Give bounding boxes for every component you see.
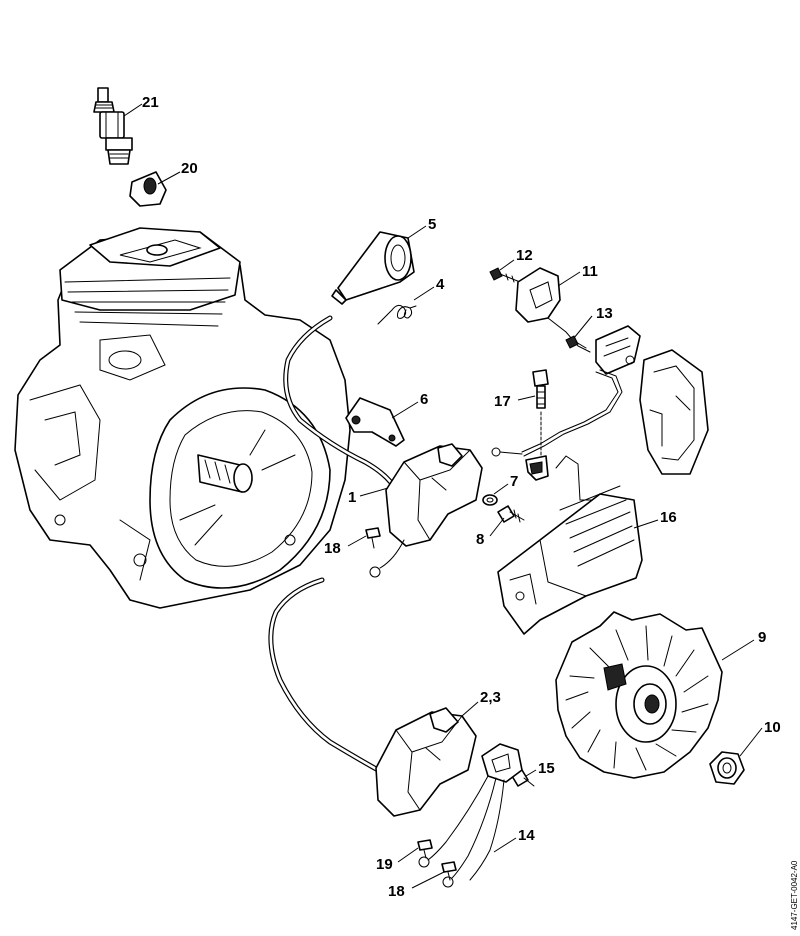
spark-plug-boot <box>129 171 167 207</box>
callout-4: 4 <box>436 276 445 293</box>
callout-1: 1 <box>348 489 356 506</box>
leg-spring <box>377 304 417 325</box>
callout-5: 5 <box>428 216 436 233</box>
callout-6: 6 <box>420 391 428 408</box>
ignition-module <box>369 443 483 578</box>
screw-8 <box>497 505 525 523</box>
callout-7: 7 <box>510 473 518 490</box>
leader-lines <box>123 103 763 889</box>
spark-plug <box>93 87 133 165</box>
engine-crankcase <box>14 227 351 609</box>
callout-2-3: 2,3 <box>480 689 501 706</box>
flywheel <box>555 611 723 779</box>
callout-12: 12 <box>516 247 533 264</box>
document-code: 4147-GET-0042-A0 <box>790 860 799 930</box>
callout-18-upper: 18 <box>324 540 341 557</box>
callout-20: 20 <box>181 160 198 177</box>
contact-bracket <box>595 325 641 375</box>
screw-18-lower <box>441 861 457 881</box>
carrier-housing <box>497 455 643 635</box>
screw-17 <box>532 369 549 471</box>
short-circuit-switch <box>515 267 591 353</box>
callout-16: 16 <box>660 509 677 526</box>
ignition-module-lower <box>375 707 477 817</box>
ignition-lead-lower-inner <box>269 578 380 772</box>
callout-18-lower: 18 <box>388 883 405 900</box>
screw-13 <box>565 335 587 349</box>
callout-9: 9 <box>758 629 766 646</box>
ignition-lead-cap <box>331 231 415 305</box>
callout-14: 14 <box>518 827 535 844</box>
callout-8: 8 <box>476 531 484 548</box>
ignition-lead-upper-inner <box>284 316 398 492</box>
screw-19 <box>417 839 433 859</box>
washer-7 <box>482 494 498 506</box>
callout-21: 21 <box>142 94 159 111</box>
screw-12 <box>489 267 521 283</box>
flywheel-nut <box>709 751 745 785</box>
ignition-lead-lower <box>268 577 381 773</box>
callout-13: 13 <box>596 305 613 322</box>
callout-17: 17 <box>494 393 511 410</box>
ground-leads <box>418 775 505 888</box>
callout-11: 11 <box>582 263 598 280</box>
bracket <box>345 397 405 447</box>
callout-15: 15 <box>538 760 555 777</box>
screw-18-upper <box>365 527 381 549</box>
callout-10: 10 <box>764 719 781 736</box>
callout-19: 19 <box>376 856 393 873</box>
short-circuit-wire <box>491 369 623 457</box>
handle-cover <box>639 349 709 475</box>
contact-clip <box>525 455 549 481</box>
